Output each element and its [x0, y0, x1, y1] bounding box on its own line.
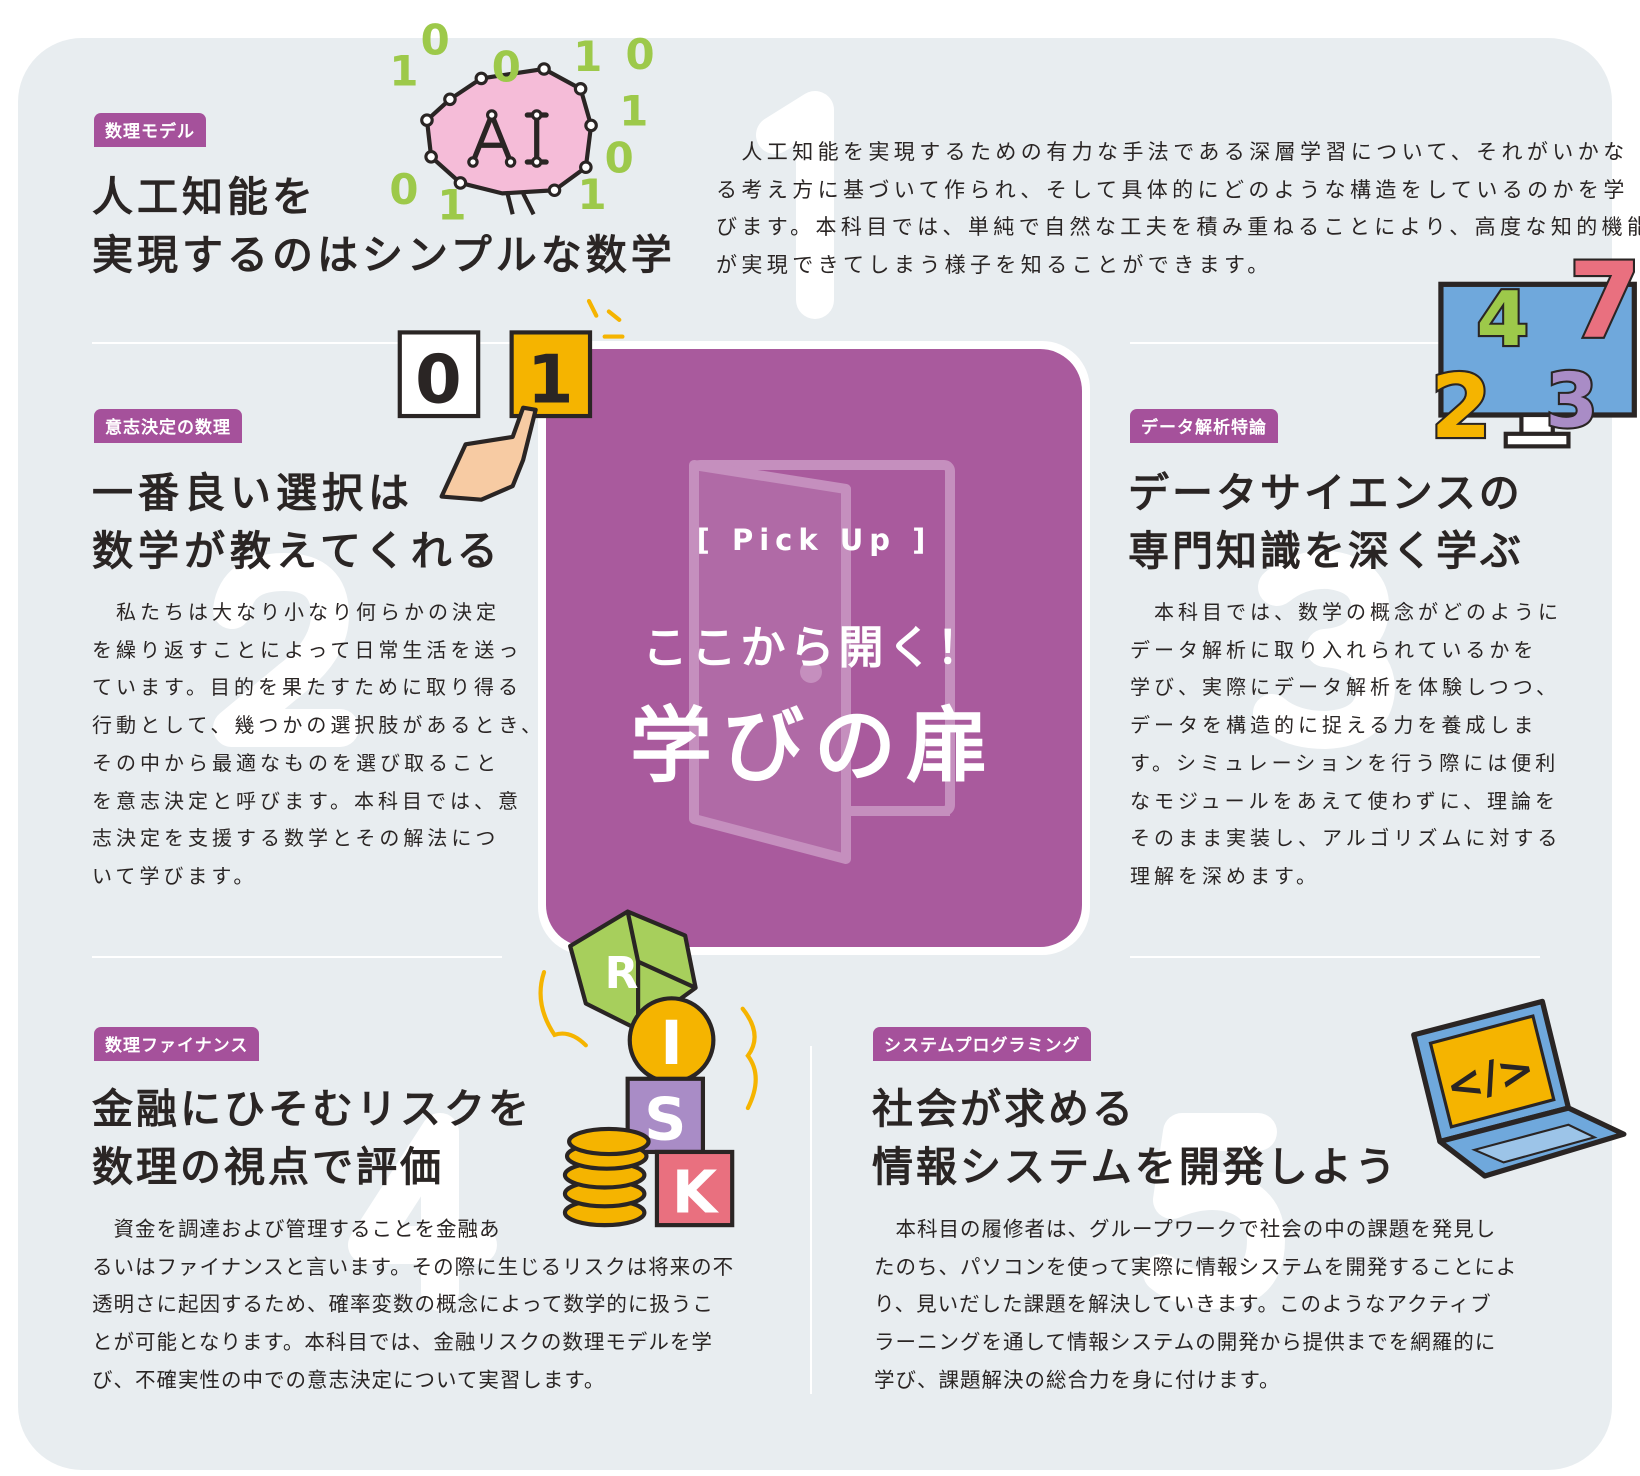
body-line: り、見いだした課題を解決していきます。このようなアクティブ	[874, 1292, 1492, 1317]
digit-7: 7	[1568, 240, 1640, 362]
section-tag: 意志決定の数理	[94, 409, 242, 443]
pickup-box: [ Pick Up ] ここから開く！ 学びの扉	[538, 341, 1090, 955]
section-title: 社会が求める 情報システムを開発しよう	[872, 1080, 1399, 1196]
title-line: 情報システムを開発しよう	[872, 1143, 1399, 1191]
body-line: 学び、実際にデータ解析を体験しつつ、	[1130, 675, 1560, 700]
section-number-4	[348, 1113, 497, 1311]
digit-2: 2	[1430, 356, 1491, 458]
section-number-3	[1253, 550, 1395, 749]
card-0: 0	[415, 340, 462, 418]
body-line: す。シミュレーションを行う際には便利	[1130, 750, 1560, 775]
letter-r: R	[605, 948, 639, 999]
svg-text:0: 0	[605, 133, 634, 182]
body-line: 私たちは大なり小なり何らかの決定	[92, 600, 500, 624]
letter-k: K	[672, 1159, 720, 1227]
title-line: 人工知能を	[92, 173, 317, 221]
svg-text:0: 0	[421, 15, 450, 64]
section-number-5	[1143, 1113, 1285, 1309]
section-title: 金融にひそむリスクを 数理の視点で評価	[92, 1080, 532, 1196]
section-body: 本科目の履修者は、グループワークで社会の中の課題を発見し たのち、パソコンを使っ…	[874, 1211, 1517, 1400]
body-line: たのち、パソコンを使って実際に情報システムを開発することによ	[874, 1254, 1518, 1279]
section-tag: データ解析特論	[1130, 409, 1278, 443]
body-line: び、不確実性の中での意志決定について実習します。	[92, 1367, 606, 1392]
title-line: 金融にひそむリスクを	[92, 1085, 532, 1133]
laptop-code-icon: </>	[1411, 998, 1627, 1179]
title-line: 数学が教えてくれる	[92, 527, 503, 575]
divider	[92, 956, 502, 958]
section-body: 私たちは大なり小なり何らかの決定 を繰り返すことによって日常生活を送っ ています…	[92, 594, 545, 896]
body-line: その中から最適なものを選び取ること	[92, 750, 500, 775]
body-line: 行動として、幾つかの選択肢があるとき、	[92, 713, 545, 738]
card-1: 1	[527, 340, 574, 418]
letter-i: I	[660, 1009, 683, 1079]
title-line: 一番良い選択は	[92, 469, 414, 517]
section-number-1	[756, 91, 834, 319]
body-line: とが可能となります。本科目では、金融リスクの数理モデルを学	[92, 1330, 713, 1355]
section-title: 一番良い選択は 数学が教えてくれる	[92, 464, 503, 580]
body-line: 人工知能を実現するための有力な手法である深層学習について、それがいかな	[716, 140, 1629, 164]
body-line: を繰り返すことによって日常生活を送っ	[92, 637, 523, 662]
divider	[1130, 342, 1540, 344]
body-line: 本科目の履修者は、グループワークで社会の中の課題を発見し	[874, 1217, 1497, 1241]
section-tag: システムプログラミング	[873, 1027, 1092, 1061]
body-line: が実現できてしまう様子を知ることができます。	[716, 253, 1273, 278]
divider	[92, 342, 512, 344]
body-line: データ解析に取り入れられているかを	[1130, 637, 1538, 662]
body-line: 資金を調達および管理することを金融あ	[92, 1217, 501, 1241]
svg-text:0: 0	[492, 43, 521, 92]
pickup-catchphrase: ここから開く！	[642, 621, 986, 674]
body-line: ています。目的を果たすために取り得る	[92, 675, 522, 700]
section-title: データサイエンスの 専門知識を深く学ぶ	[1128, 464, 1524, 580]
pickup-box-inner: [ Pick Up ] ここから開く！ 学びの扉	[546, 349, 1082, 947]
svg-text:0: 0	[626, 30, 655, 79]
body-line: る考え方に基づいて作られ、そして具体的にどのような構造をしているのかを学	[716, 177, 1629, 202]
title-line: 実現するのはシンプルな数学	[92, 231, 676, 279]
title-line: 専門知識を深く学ぶ	[1128, 527, 1524, 575]
section-number-2	[213, 553, 359, 747]
section-tag: 数理モデル	[94, 113, 206, 147]
section-body: 本科目では、数学の概念がどのように データ解析に取り入れられているかを 学び、実…	[1130, 594, 1562, 896]
svg-text:1: 1	[389, 47, 418, 96]
body-line: いて学びます。	[92, 863, 258, 888]
body-line: 学び、課題解決の総合力を身に付けます。	[874, 1367, 1281, 1392]
pickup-title: 学びの扉	[629, 699, 998, 794]
svg-text:1: 1	[619, 86, 648, 135]
body-line: 志決定を支援する数学とその解法につ	[92, 826, 500, 851]
divider	[1130, 956, 1540, 958]
divider-vertical	[810, 1046, 812, 1394]
body-line: 理解を深めます。	[1130, 863, 1320, 888]
title-line: 数理の視点で評価	[92, 1143, 444, 1191]
door-icon	[689, 460, 955, 864]
monitor-numbers-icon: 4 7 2 3	[1428, 238, 1640, 461]
body-line: るいはファイナンスと言います。その際に生じるリスクは将来の不	[92, 1254, 735, 1279]
svg-text:1: 1	[437, 181, 466, 230]
body-line: そのまま実装し、アルゴリズムに対する	[1130, 826, 1562, 851]
title-line: データサイエンスの	[1128, 469, 1523, 517]
section-body: 人工知能を実現するための有力な手法である深層学習について、それがいかな る考え方…	[716, 134, 1640, 285]
svg-text:0: 0	[389, 165, 418, 214]
digit-3: 3	[1545, 356, 1597, 444]
body-line: 本科目では、数学の概念がどのように	[1130, 600, 1562, 624]
body-line: びます。本科目では、単純で自然な工夫を積み重ねることにより、高度な知的機能	[716, 215, 1640, 240]
body-line: を意志決定と呼びます。本科目では、意	[92, 788, 522, 813]
body-line: なモジュールをあえて使わずに、理論を	[1130, 788, 1559, 813]
section-title: 人工知能を 実現するのはシンプルな数学	[92, 168, 676, 284]
svg-text:1: 1	[573, 32, 602, 81]
body-line: データを構造的に捉える力を養成しま	[1130, 713, 1538, 738]
section-tag: 数理ファイナンス	[94, 1027, 260, 1061]
pickup-label: [ Pick Up ]	[696, 523, 932, 557]
letter-s: S	[644, 1085, 686, 1153]
body-line: 透明さに起因するため、確率変数の概念によって数学的に扱うこ	[92, 1292, 714, 1317]
section-body: 資金を調達および管理することを金融あ るいはファイナンスと言います。その際に生じ…	[92, 1211, 734, 1400]
svg-text:1: 1	[577, 170, 606, 219]
choice-cards-icon: 0 1	[397, 298, 625, 502]
risk-blocks-icon: R I S K	[538, 909, 758, 1228]
digit-4: 4	[1476, 275, 1528, 363]
title-line: 社会が求める	[872, 1085, 1136, 1133]
body-line: ラーニングを通して情報システムの開発から提供までを網羅的に	[874, 1330, 1497, 1355]
